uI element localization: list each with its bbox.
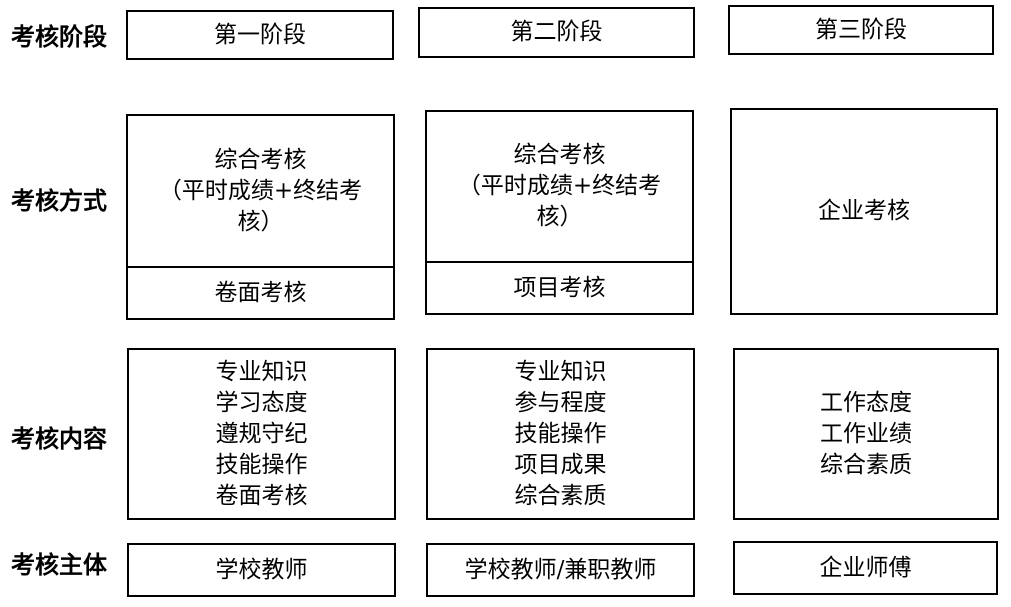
method-main-2-line-2: （平时成绩+终结考 — [457, 173, 662, 199]
content-1-item-4: 技能操作 — [215, 451, 308, 478]
content-3-item-2: 工作业绩 — [820, 420, 912, 447]
content-1-item-2: 学习态度 — [215, 389, 308, 416]
row-label-method: 考核方式 — [11, 187, 107, 215]
subject-3: 企业师傅 — [819, 554, 912, 581]
subject-box-3: 企业师傅 — [733, 541, 998, 595]
content-1-item-5: 卷面考核 — [215, 482, 308, 509]
method-sub-1: 卷面考核 — [128, 266, 393, 318]
row-label-stage: 考核阶段 — [11, 23, 107, 51]
content-list-3: 工作态度 工作业绩 综合素质 — [735, 350, 997, 518]
method-box-1: 综合考核 （平时成绩+终结考 核） 卷面考核 — [126, 114, 395, 320]
content-box-3: 工作态度 工作业绩 综合素质 — [733, 348, 999, 520]
method-main-2: 综合考核 （平时成绩+终结考 核） — [427, 112, 692, 261]
subject-2: 学校教师/兼职教师 — [464, 556, 657, 583]
method-main-1-line-3: 核） — [237, 208, 284, 235]
stage-name-2: 第二阶段 — [510, 19, 603, 45]
stage-box-3: 第三阶段 — [728, 5, 994, 55]
method-box-2: 综合考核 （平时成绩+终结考 核） 项目考核 — [425, 110, 694, 315]
content-2-item-5: 综合素质 — [514, 482, 607, 509]
content-list-1: 专业知识 学习态度 遵规守纪 技能操作 卷面考核 — [129, 350, 394, 518]
stage-name-1: 第一阶段 — [214, 21, 306, 48]
content-2-item-3: 技能操作 — [514, 420, 607, 447]
content-1-item-1: 专业知识 — [215, 358, 308, 385]
method-main-2-line-3: 核） — [536, 204, 583, 230]
content-3-item-3: 综合素质 — [820, 451, 912, 478]
row-label-subject: 考核主体 — [11, 551, 107, 579]
subject-1: 学校教师 — [215, 556, 308, 583]
row-label-content: 考核内容 — [11, 425, 107, 453]
content-2-item-1: 专业知识 — [514, 358, 607, 385]
content-list-2: 专业知识 参与程度 技能操作 项目成果 综合素质 — [428, 350, 693, 518]
method-main-2-line-1: 综合考核 — [513, 142, 606, 168]
content-2-item-2: 参与程度 — [514, 389, 607, 416]
content-3-item-1: 工作态度 — [820, 389, 912, 416]
method-main-1: 综合考核 （平时成绩+终结考 核） — [128, 116, 393, 266]
content-box-1: 专业知识 学习态度 遵规守纪 技能操作 卷面考核 — [127, 348, 396, 520]
method-box-3: 企业考核 — [730, 108, 998, 315]
method-main-1-line-1: 综合考核 — [214, 146, 307, 173]
content-box-2: 专业知识 参与程度 技能操作 项目成果 综合素质 — [426, 348, 695, 520]
subject-box-1: 学校教师 — [127, 543, 396, 597]
method-main-1-line-2: （平时成绩+终结考 — [158, 177, 363, 204]
stage-name-3: 第三阶段 — [815, 16, 907, 43]
content-2-item-4: 项目成果 — [514, 451, 607, 478]
method-main-3: 企业考核 — [818, 198, 910, 224]
stage-box-1: 第一阶段 — [126, 10, 394, 60]
content-1-item-3: 遵规守纪 — [215, 420, 308, 447]
stage-box-2: 第二阶段 — [418, 7, 695, 58]
subject-box-2: 学校教师/兼职教师 — [426, 543, 695, 597]
method-sub-2: 项目考核 — [427, 261, 692, 313]
